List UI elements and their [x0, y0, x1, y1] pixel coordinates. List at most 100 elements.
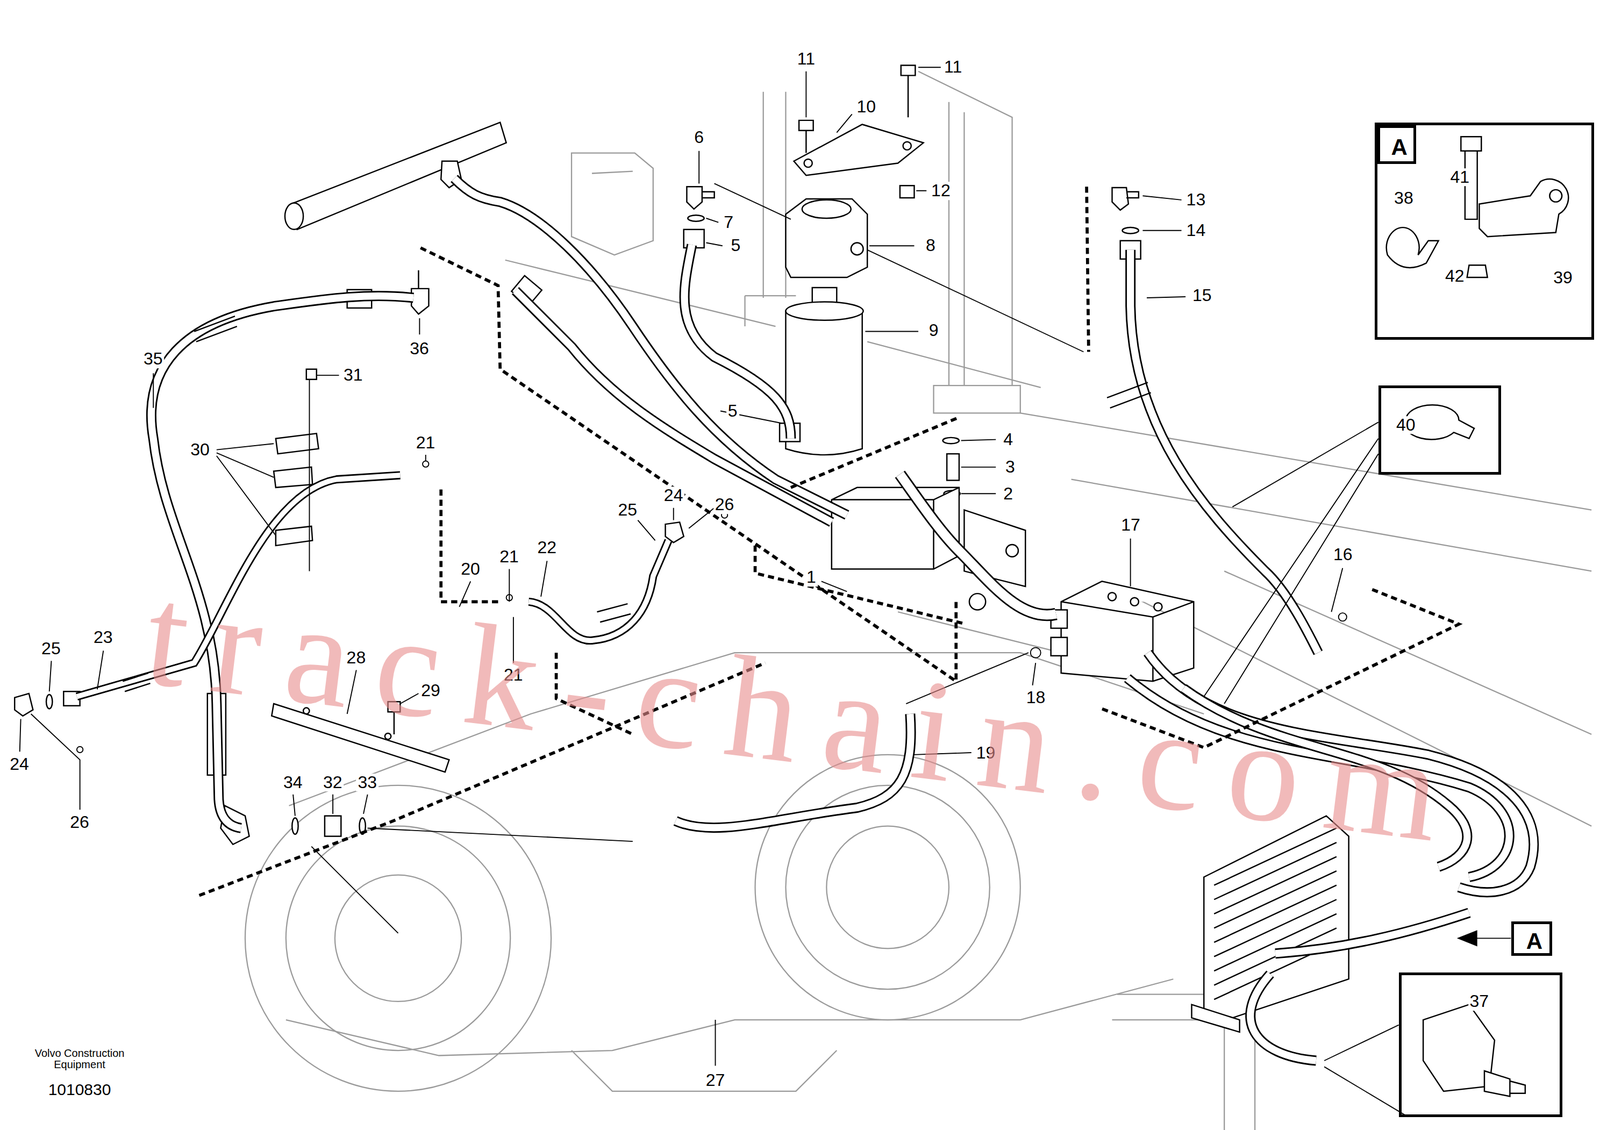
drawing-part [1147, 652, 1534, 892]
drawing-part [1275, 912, 1469, 954]
drawing-part [151, 295, 414, 828]
drawing-part [1127, 678, 1510, 878]
drawing-part [1474, 937, 1511, 939]
drawing-part [422, 460, 429, 467]
drawing-part [798, 120, 814, 154]
drawing-part [216, 443, 426, 536]
drawing-part [1250, 974, 1317, 1061]
callout-number: 40 [1395, 416, 1417, 435]
drawing-part [755, 545, 967, 625]
callout-number: 23 [91, 628, 115, 647]
drawing-part [571, 153, 654, 256]
drawing-part [1005, 544, 1019, 557]
drawing-part [802, 200, 852, 219]
drawing-part [440, 489, 500, 603]
drawing-part [1106, 382, 1152, 408]
drawing-part [122, 673, 150, 692]
drawing-part [14, 65, 1569, 1097]
drawing-part [76, 475, 400, 697]
detail-panel: 38414239A [1374, 122, 1595, 340]
drawing-part [1147, 652, 1534, 892]
drawing-part [199, 186, 1460, 896]
figure-number: 1010830 [46, 1081, 113, 1099]
drawing-part [505, 260, 1592, 572]
drawing-part [687, 215, 704, 221]
callout-number: 30 [188, 440, 212, 460]
drawing-part [1213, 827, 1337, 1000]
drawing-part [903, 141, 912, 150]
callout-number: 21 [497, 547, 521, 567]
drawing-part [1250, 974, 1317, 1061]
drawing-part [19, 67, 1512, 1117]
drawing-part [290, 122, 506, 230]
callout-number: 11 [942, 58, 964, 77]
callout-number: 21 [414, 433, 438, 453]
drawing-part [900, 474, 1056, 616]
drawing-part [76, 746, 83, 753]
drawing-part [286, 826, 511, 1051]
callout-number: 15 [1190, 287, 1214, 306]
callout-number: 6 [692, 128, 706, 147]
drawing-part [851, 243, 864, 256]
callout-number: 28 [345, 648, 368, 668]
callout-number: 34 [281, 773, 305, 792]
callout-number: 7 [722, 213, 735, 232]
drawing-part [1479, 179, 1569, 237]
drawing-part [97, 568, 1343, 690]
callout-number: 4 [1001, 430, 1015, 449]
drawing-part [76, 475, 400, 697]
drawing-part [271, 703, 449, 773]
callout-number: 5 [726, 402, 740, 421]
callout-number: 3 [1003, 458, 1017, 477]
drawing-part [785, 302, 863, 321]
drawing-part [1191, 1004, 1240, 1033]
drawing-part [785, 198, 868, 278]
drawing-part [46, 694, 53, 710]
callout-number: 35 [141, 350, 165, 369]
drawing-part [946, 453, 960, 481]
drawing-part [698, 67, 941, 184]
drawing-part [199, 662, 766, 896]
drawing-part [1386, 227, 1439, 268]
callout-number: 41 [1448, 168, 1471, 187]
drawing-part [303, 708, 310, 714]
callout-number: 26 [713, 496, 737, 515]
drawing-part [790, 418, 957, 488]
drawing-part [900, 474, 1056, 616]
drawing-part [1130, 250, 1319, 653]
drawing-part [31, 713, 368, 817]
callout-number: 9 [927, 321, 941, 340]
drawing-part [963, 510, 1026, 587]
callout-number: 38 [1393, 189, 1415, 209]
detail-box: 40 [1378, 385, 1502, 475]
callout-number: 16 [1331, 546, 1355, 565]
drawing-part [324, 816, 341, 837]
drawing-part [1122, 227, 1139, 234]
drawing-part [76, 178, 1534, 1061]
drawing-part [1203, 422, 1378, 704]
callout-number: 39 [1552, 269, 1574, 288]
detail-box: 37 [1398, 972, 1563, 1118]
drawing-part [194, 316, 238, 342]
drawing-part [509, 520, 1131, 603]
drawing-part [454, 178, 847, 516]
drawing-part [1549, 189, 1562, 203]
callout-number: 25 [616, 501, 639, 520]
drawing-part [384, 733, 391, 740]
drawing-part [411, 270, 429, 315]
watermark: track-chain.com [137, 557, 1476, 871]
callout-number: 2 [1001, 484, 1015, 504]
publisher-note: Volvo Construction Equipment [18, 1047, 141, 1071]
drawing-part [897, 570, 1592, 826]
drawing-part [286, 979, 1174, 1092]
drawing-part [1061, 581, 1195, 682]
drawing-part [1203, 816, 1349, 1020]
drawing-part [794, 124, 924, 176]
callout-number: 19 [974, 744, 998, 763]
drawing-part [311, 827, 716, 1066]
callout-number: 10 [855, 97, 878, 117]
drawing-part [14, 693, 33, 717]
